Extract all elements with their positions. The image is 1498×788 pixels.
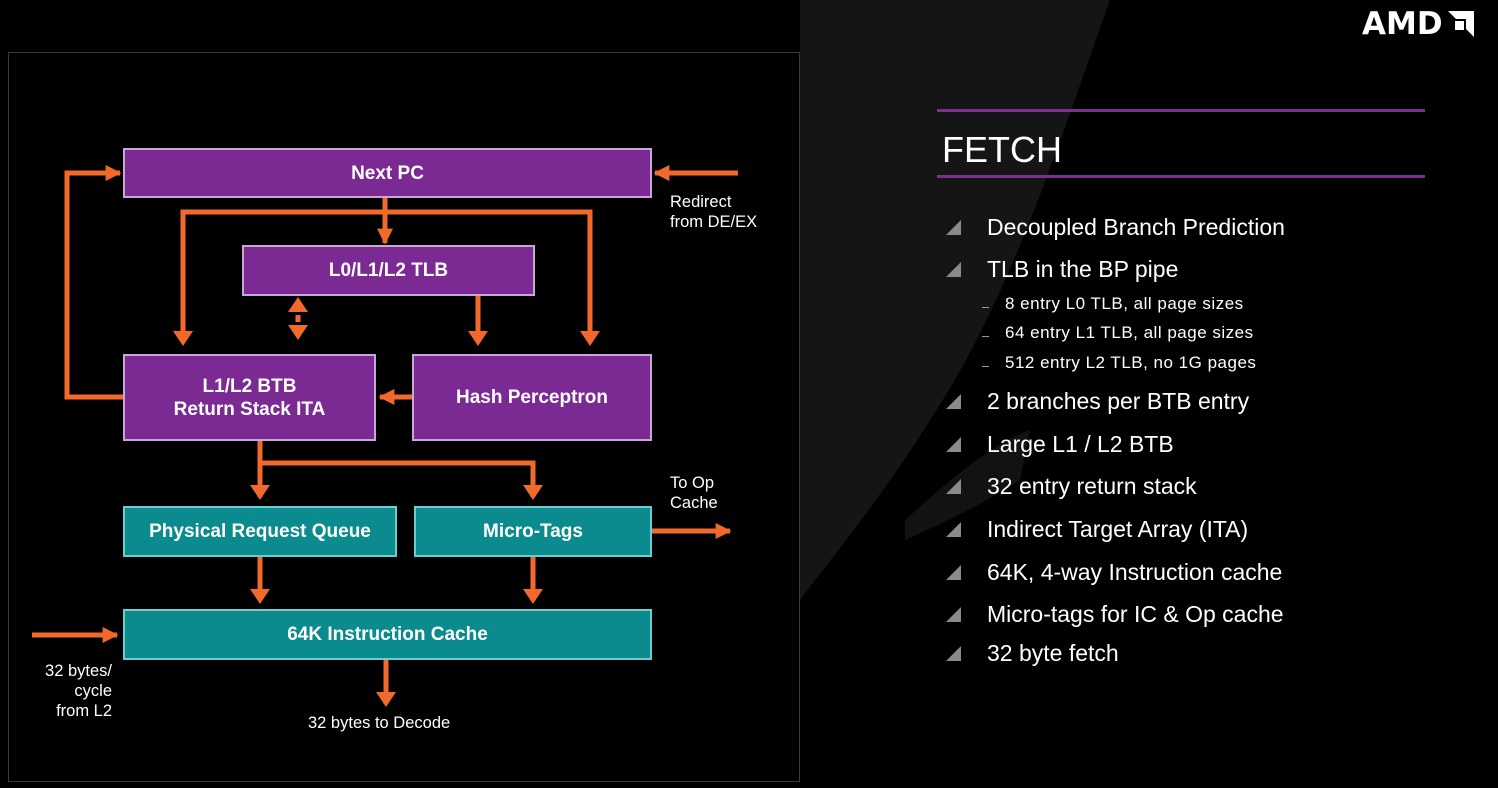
- sub-bullet-dash-icon: [982, 306, 989, 308]
- sub-bullet-item: 8 entry L0 TLB, all page sizes: [982, 294, 1244, 314]
- bullet-item: 2 branches per BTB entry: [940, 388, 1249, 415]
- opcache-label-line1: To Op: [670, 474, 715, 492]
- btb-label-line2: Return Stack ITA: [173, 398, 326, 420]
- sub-bullet-dash-icon: [982, 365, 989, 367]
- bullet-item: Large L1 / L2 BTB: [940, 431, 1174, 458]
- tlb-label: L0/L1/L2 TLB: [328, 260, 449, 281]
- bullet-triangle-icon: [946, 522, 961, 537]
- hash-perceptron-box: Hash Perceptron: [412, 354, 652, 441]
- bullet-triangle-icon: [946, 437, 961, 452]
- micro-tags-box: Micro-Tags: [414, 506, 652, 557]
- micro-tags-label: Micro-Tags: [483, 521, 583, 542]
- sub-bullet-item: 512 entry L2 TLB, no 1G pages: [982, 353, 1256, 373]
- bullet-triangle-icon: [946, 607, 961, 622]
- bullet-triangle-icon: [946, 646, 961, 661]
- bullet-item: 64K, 4-way Instruction cache: [940, 559, 1282, 586]
- bullet-item: Micro-tags for IC & Op cache: [940, 601, 1284, 628]
- arrow-nextpc-to-hash: [385, 209, 593, 342]
- from-l2-label-line1: 32 bytes/: [45, 662, 112, 680]
- opcache-label-line2: Cache: [670, 494, 718, 512]
- bullet-triangle-icon: [946, 262, 961, 277]
- redirect-label-line2: from DE/EX: [670, 213, 758, 231]
- btb-label-line1: L1/L2 BTB: [202, 375, 297, 397]
- arrow-btb-to-nextpc: [64, 164, 123, 400]
- next-pc-box: Next PC: [123, 148, 652, 198]
- tlb-box: L0/L1/L2 TLB: [242, 245, 535, 296]
- amd-arrow-icon: [1447, 11, 1474, 37]
- bullet-item: TLB in the BP pipe: [940, 256, 1178, 283]
- hash-perceptron-label: Hash Perceptron: [455, 387, 609, 408]
- from-l2-label-line3: from L2: [56, 702, 112, 720]
- arrow-btb-to-microtags: [260, 460, 536, 497]
- redirect-label-line1: Redirect: [670, 193, 732, 211]
- bullet-triangle-icon: [946, 220, 961, 235]
- bullet-item: 32 entry return stack: [940, 473, 1197, 500]
- from-l2-label: 32 bytes/ cycle from L2: [20, 661, 112, 721]
- bullet-triangle-icon: [946, 479, 961, 494]
- instruction-cache-label: 64K Instruction Cache: [287, 624, 488, 645]
- bullet-item: Decoupled Branch Prediction: [940, 214, 1285, 241]
- to-decode-label: 32 bytes to Decode: [308, 714, 451, 732]
- amd-logo-text: AMD: [1362, 6, 1443, 42]
- title-rule-bottom: [937, 175, 1425, 178]
- sub-bullet-dash-icon: [982, 335, 989, 337]
- amd-logo: AMD: [1362, 6, 1476, 42]
- bullet-triangle-icon: [946, 394, 961, 409]
- bullet-item: 32 byte fetch: [940, 640, 1119, 667]
- from-l2-label-line2: cycle: [74, 682, 112, 700]
- bullet-item: Indirect Target Array (ITA): [940, 516, 1248, 543]
- btb-box: L1/L2 BTB Return Stack ITA: [123, 354, 376, 441]
- arrow-nextpc-to-btb: [180, 209, 385, 342]
- sub-bullet-item: 64 entry L1 TLB, all page sizes: [982, 323, 1254, 343]
- opcache-label: To Op Cache: [670, 473, 718, 513]
- bullet-triangle-icon: [946, 565, 961, 580]
- title-rule-top: [937, 109, 1425, 112]
- redirect-label: Redirect from DE/EX: [670, 192, 757, 232]
- physical-request-queue-label: Physical Request Queue: [149, 521, 371, 542]
- section-title: FETCH: [942, 129, 1062, 170]
- instruction-cache-box: 64K Instruction Cache: [123, 609, 652, 660]
- next-pc-label: Next PC: [351, 162, 424, 184]
- physical-request-queue-box: Physical Request Queue: [123, 506, 397, 557]
